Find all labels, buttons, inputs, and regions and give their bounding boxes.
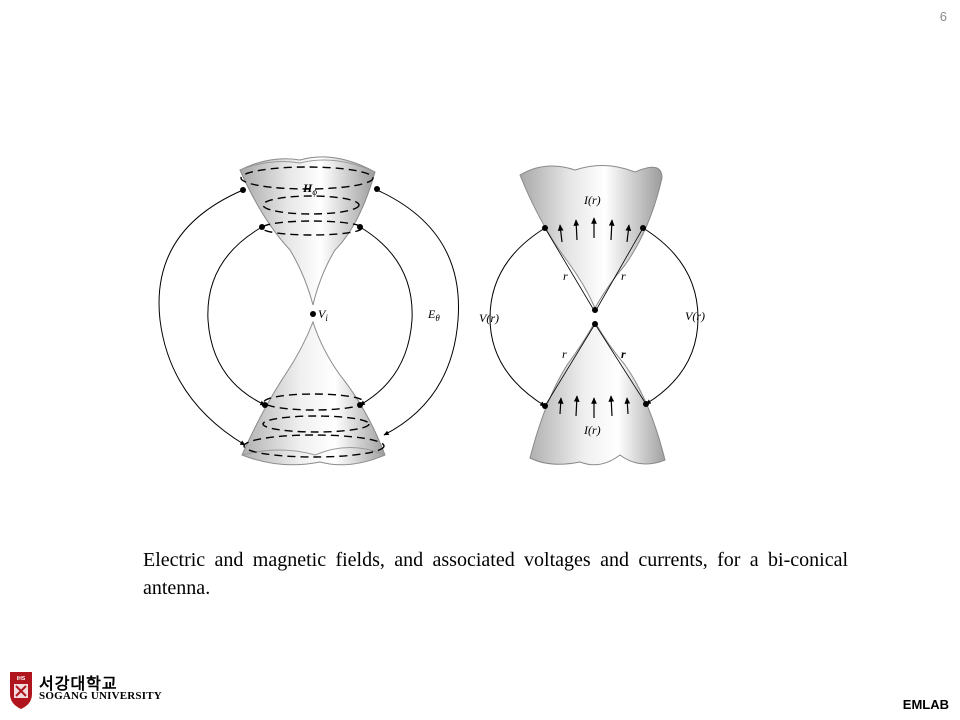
biconical-antenna-diagram: Hϕ Vi Eθ: [158, 156, 705, 466]
left-figure: Hϕ Vi Eθ: [158, 156, 460, 466]
university-logo: IHS 서강대학교 SOGANG UNIVERSITY: [8, 668, 162, 712]
label-e: Eθ: [427, 307, 440, 323]
v-arc-right: [642, 227, 699, 405]
label-i-top: I(r): [583, 193, 601, 207]
label-r-lower-left: r: [562, 347, 567, 361]
left-bottom-cone: [241, 320, 386, 466]
left-node-1: [240, 187, 246, 193]
label-v-left: V(r): [479, 311, 499, 325]
left-top-cone-rim: [239, 159, 376, 173]
e-line-outer-right: [376, 189, 460, 436]
university-name-ko: 서강대학교: [39, 674, 118, 693]
left-node-2: [374, 186, 380, 192]
h-loop-bottom-2: [262, 415, 370, 433]
current-arrows-top: [557, 217, 632, 243]
right-feed-bottom: [592, 321, 598, 327]
left-feed-point: [310, 311, 316, 317]
right-top-cone: [519, 165, 663, 310]
e-line-inner-left: [207, 226, 266, 406]
lab-name: EMLAB: [902, 697, 949, 712]
radial-r-lines: [544, 227, 647, 407]
v-arc-left: [489, 227, 546, 407]
svg-text:IHS: IHS: [17, 676, 26, 682]
left-node-4: [357, 224, 363, 230]
right-bottom-cone: [529, 320, 666, 466]
left-node-6: [357, 402, 363, 408]
label-v-right: V(r): [685, 309, 705, 323]
h-loop-bottom-3: [243, 434, 385, 458]
label-h: Hϕ: [302, 181, 317, 197]
label-r-upper-right: r: [621, 269, 626, 283]
right-node-2: [640, 225, 646, 231]
left-bottom-cone-rim: [241, 447, 386, 456]
right-node-1: [542, 225, 548, 231]
h-loop-top-1: [240, 166, 374, 190]
right-figure: I(r) I(r) V(r) V(r) r r r r: [479, 165, 705, 466]
university-name-en: SOGANG UNIVERSITY: [39, 690, 162, 702]
label-v: Vi: [318, 307, 328, 323]
page-number: 6: [939, 9, 947, 24]
left-top-cone: [239, 156, 376, 306]
right-node-3: [542, 403, 548, 409]
right-feed-top: [592, 307, 598, 313]
h-loop-top-2: [262, 195, 360, 215]
right-node-4: [643, 401, 649, 407]
left-node-3: [259, 224, 265, 230]
label-r-upper-left: r: [563, 269, 568, 283]
left-node-5: [262, 402, 268, 408]
e-line-inner-right: [359, 226, 413, 406]
current-arrows-bottom: [557, 395, 631, 418]
figure-caption: Electric and magnetic fields, and associ…: [143, 549, 848, 599]
label-i-bottom: I(r): [583, 423, 601, 437]
label-r-lower-right: r: [621, 347, 626, 361]
e-line-outer-left: [158, 189, 246, 446]
shield-icon: IHS: [10, 672, 32, 709]
